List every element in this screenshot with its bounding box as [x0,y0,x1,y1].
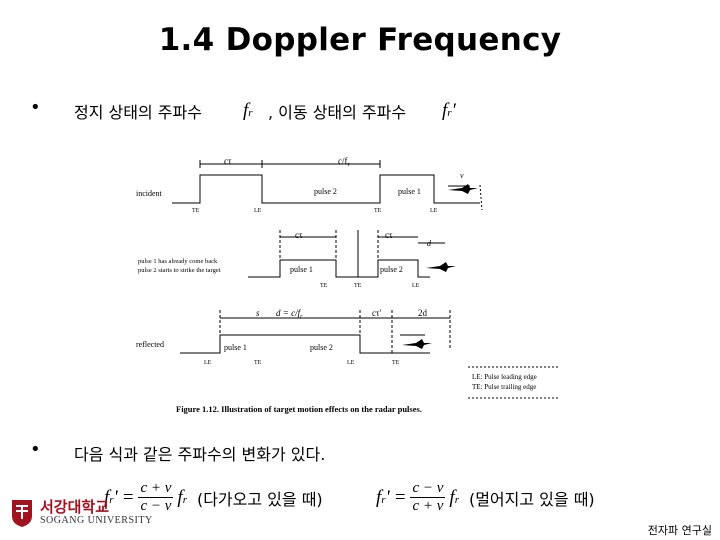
formula-receding: fr' = c − v c + v fr (멀어지고 있을 때) [376,480,595,514]
le-label: LE [347,360,355,366]
le-label: LE [204,360,212,366]
pulse-note-line1: pulse 1 has already come back [138,258,218,265]
s-label: s [256,308,260,318]
bullet-1-middle: , 이동 상태의 주파수 [268,103,407,122]
footer-lab-name: 전자파 연구실 [647,524,712,537]
formula-approaching: fr' = c + v c − v fr (다가오고 있을 때) [104,480,323,514]
aircraft-icon [426,262,456,272]
formula2-lhs: fr' [376,486,390,508]
doppler-pulse-figure: incident cτ c/fr pulse 2 pulse 1 v TE LE… [136,156,560,414]
reflected-waveform [180,334,430,354]
legend-te: TE: Pulse trailing edge [472,383,536,391]
te-label: TE [254,360,262,366]
le-label: LE [412,283,420,289]
bullet-1-text: 정지 상태의 주파수 [74,103,202,122]
ctau-label-1: cτ [224,156,232,166]
formula2-rhs: fr [449,486,459,508]
row-label-reflected: reflected [136,340,164,349]
bullet-dot-1: • [30,97,41,118]
pulse2-label-row1: pulse 2 [314,187,337,196]
c-over-fr-label: c/fr [338,156,350,168]
velocity-label: v [460,171,464,180]
slide-title: 1.4 Doppler Frequency [158,22,562,58]
figure-caption: Figure 1.12. Illustration of target moti… [176,404,422,414]
ctau-prime-label: cτ' [372,308,382,318]
aircraft-icon [448,184,478,194]
pulse1-label-row1: pulse 1 [398,187,421,196]
formula1-fraction: c + v c − v [138,480,174,514]
fr-symbol-1: fr [243,100,253,121]
legend-le: LE: Pulse leading edge [472,373,537,381]
ctau-label-3: cτ [385,230,393,240]
te-label: TE [354,283,362,289]
formula1-lhs: fr' [104,486,118,508]
le-label: LE [430,208,438,214]
ctau-label-2: cτ [295,230,303,240]
bullet-2-text: 다음 식과 같은 주파수의 변화가 있다. [74,445,326,464]
row-label-incident: incident [136,189,163,198]
logo-korean: 서강대학교 [40,498,110,516]
te-label: TE [320,283,328,289]
formula1-note: (다가오고 있을 때) [196,489,323,509]
incident-waveform [172,174,480,204]
d-label: d [427,239,432,248]
te-label: TE [192,208,200,214]
fr-prime-symbol: fr' [442,100,456,121]
logo-english: SOGANG UNIVERSITY [40,515,153,526]
pulse2-label-row2: pulse 2 [380,265,403,274]
2d-label: 2d [418,308,428,318]
pulse1-label-row3: pulse 1 [224,343,247,352]
te-label: TE [374,208,382,214]
middle-waveform [248,259,430,278]
d-equation-label: d = c/fr [276,308,303,320]
bullet-dot-2: • [30,439,41,460]
pulse1-label-row2: pulse 1 [290,265,313,274]
university-seal-icon [12,500,32,527]
university-logo: 서강대학교 SOGANG UNIVERSITY [10,498,153,528]
aircraft-icon [402,339,432,349]
te-label: TE [392,360,400,366]
formula2-note: (멀어지고 있을 때) [468,489,595,509]
le-label: LE [254,208,262,214]
pulse2-label-row3: pulse 2 [310,343,333,352]
formula1-rhs: fr [177,486,187,508]
pulse-note-line2: pulse 2 starts to strike the target [138,267,221,274]
formula2-fraction: c − v c + v [410,480,446,514]
